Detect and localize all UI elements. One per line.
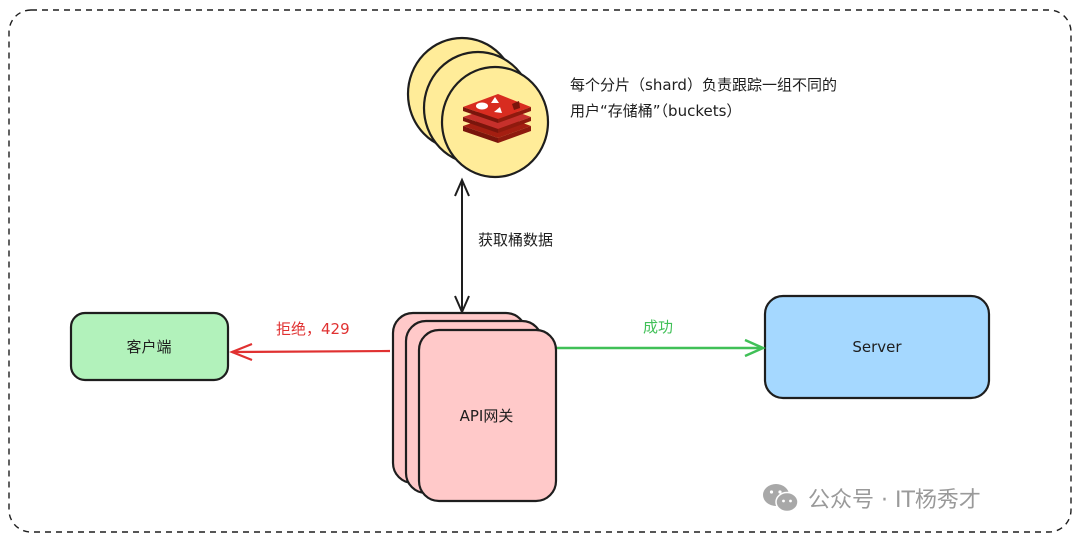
reject-edge-label: 拒绝，429 bbox=[276, 320, 350, 338]
gateway-box-front bbox=[417, 328, 558, 503]
client-box[interactable] bbox=[69, 311, 230, 382]
server-box[interactable] bbox=[763, 294, 991, 400]
gateway-label: API网关 bbox=[459, 406, 514, 425]
watermark: 公众号 · IT杨秀才 bbox=[762, 482, 981, 514]
fetch-arrow bbox=[454, 177, 470, 315]
client-label: 客户端 bbox=[126, 337, 172, 356]
client-node[interactable]: 客户端 bbox=[70, 312, 228, 380]
outer-frame bbox=[8, 9, 1072, 533]
success-edge-label: 成功 bbox=[643, 318, 674, 336]
shard-annotation-line-2: 用户“存储桶”（buckets） bbox=[570, 102, 742, 120]
reject-arrow bbox=[229, 342, 391, 362]
fetch-edge-label: 获取桶数据 bbox=[478, 231, 554, 249]
gateway-node[interactable]: API网关 bbox=[418, 330, 555, 500]
api-gateway-stack[interactable] bbox=[391, 311, 558, 503]
server-label: Server bbox=[852, 338, 902, 356]
success-arrow bbox=[556, 338, 766, 358]
shard-annotation-line-1: 每个分片（shard）负责跟踪一组不同的 bbox=[570, 76, 837, 94]
redis-shards bbox=[406, 36, 550, 179]
wechat-icon bbox=[762, 482, 800, 514]
shard-annotation: 每个分片（shard）负责跟踪一组不同的 用户“存储桶”（buckets） bbox=[570, 72, 837, 124]
watermark-text: 公众号 · IT杨秀才 bbox=[808, 488, 981, 513]
redis-icon bbox=[463, 94, 531, 143]
server-node[interactable]: Server bbox=[765, 296, 989, 398]
